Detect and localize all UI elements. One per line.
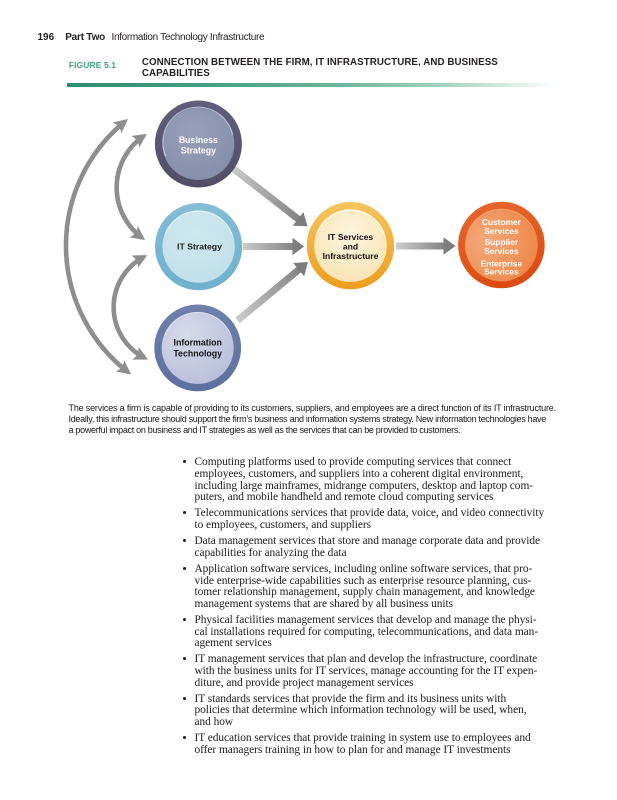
svg-text:and: and — [343, 242, 358, 252]
svg-text:Infrastructure: Infrastructure — [323, 251, 379, 261]
svg-text:Business: Business — [179, 135, 218, 145]
svg-text:IT Services: IT Services — [328, 232, 374, 242]
svg-text:Strategy: Strategy — [181, 145, 216, 155]
svg-text:Technology: Technology — [173, 349, 222, 359]
svg-text:Services: Services — [484, 246, 519, 256]
svg-text:Services: Services — [484, 226, 519, 236]
svg-text:Information: Information — [174, 338, 222, 348]
svg-text:Supplier: Supplier — [485, 237, 519, 247]
svg-text:Services: Services — [484, 267, 519, 277]
svg-text:Enterprise: Enterprise — [481, 259, 523, 269]
svg-text:IT Strategy: IT Strategy — [177, 242, 222, 252]
svg-text:Customer: Customer — [482, 217, 522, 227]
